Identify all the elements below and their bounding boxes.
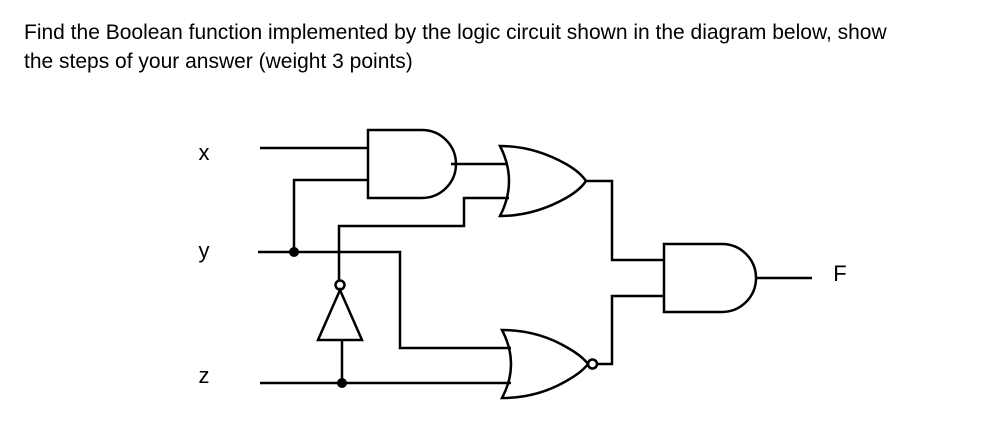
- wire-not-to-or1: [337, 196, 509, 280]
- or-gate-1: [497, 144, 588, 218]
- junction-dot-y: [289, 247, 299, 257]
- input-label-y: y: [199, 238, 210, 263]
- wire-y: [258, 250, 511, 350]
- question-line-2: the steps of your answer (weight 3 point…: [24, 50, 413, 73]
- nor-gate: [499, 328, 590, 400]
- input-label-z: z: [199, 363, 210, 388]
- not-gate: [316, 286, 364, 342]
- nor-gate-bubble: [586, 358, 599, 370]
- not-gate-bubble: [334, 279, 346, 291]
- wire-nor-to-and2: [597, 294, 664, 366]
- input-label-x: x: [199, 140, 210, 165]
- output-label-f: F: [833, 261, 846, 286]
- and-gate-2: [662, 242, 758, 314]
- question-line-1: Find the Boolean function implemented by…: [24, 21, 887, 44]
- wire-y-to-and1: [292, 178, 368, 252]
- question-text: Find the Boolean function implemented by…: [24, 18, 999, 76]
- junction-dot-z: [337, 378, 347, 388]
- wire-or1-to-and2: [586, 179, 664, 262]
- and-gate-1: [366, 128, 458, 200]
